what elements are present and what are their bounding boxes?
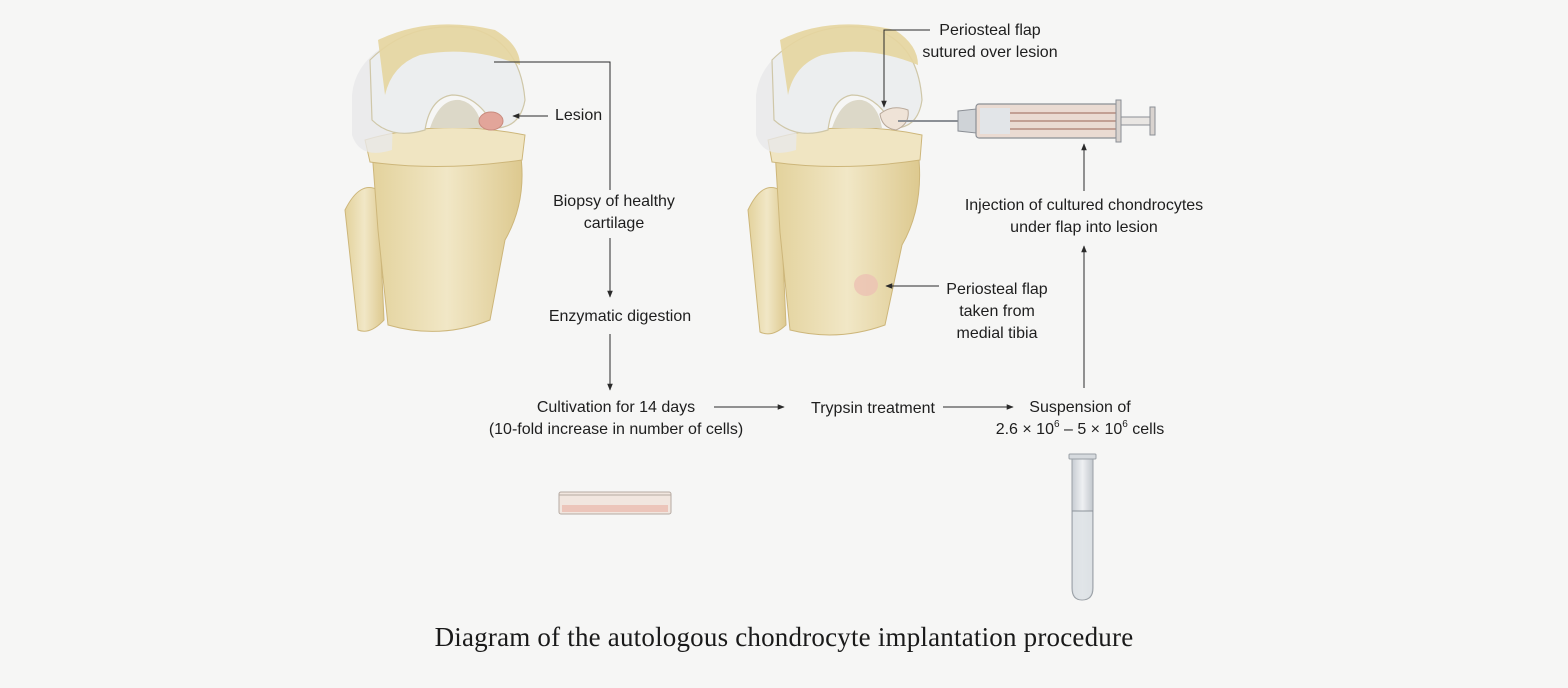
label-injection: Injection of cultured chondrocytes under… — [950, 195, 1218, 239]
label-biopsy: Biopsy of healthy cartilage — [540, 191, 688, 235]
label-cultivation-line2: (10-fold increase in number of cells) — [488, 421, 744, 438]
label-suspension: Suspension of 2.6 × 106 – 5 × 106 cells — [975, 397, 1185, 441]
label-flap-sutured-line1: Periosteal flap — [939, 22, 1041, 39]
knee-illustration-left — [344, 24, 526, 332]
label-flap-taken: Periosteal flap taken from medial tibia — [935, 279, 1059, 345]
knee-illustration-right — [747, 24, 923, 336]
label-enzymatic-digestion: Enzymatic digestion — [548, 308, 692, 325]
test-tube-illustration — [1068, 453, 1097, 601]
label-biopsy-line2: cartilage — [583, 215, 645, 232]
arrow-flap-sutured — [881, 29, 930, 108]
flow-arrows — [494, 29, 1087, 410]
label-cultivation: Cultivation for 14 days (10-fold increas… — [470, 397, 762, 441]
syringe-illustration — [898, 99, 1156, 143]
label-flap-sutured: Periosteal flap sutured over lesion — [905, 20, 1075, 64]
label-biopsy-line1: Biopsy of healthy — [553, 193, 675, 210]
figure-caption: Diagram of the autologous chondrocyte im… — [434, 622, 1134, 652]
label-lesion: Lesion — [555, 107, 603, 124]
petri-dish-illustration — [558, 491, 672, 515]
label-flap-taken-line1: Periosteal flap — [946, 281, 1048, 298]
label-cultivation-line1: Cultivation for 14 days — [536, 399, 696, 416]
label-suspension-line2: 2.6 × 106 – 5 × 106 cells — [995, 418, 1165, 438]
label-flap-taken-line2: taken from — [959, 303, 1035, 320]
label-flap-sutured-line2: sutured over lesion — [922, 44, 1058, 61]
label-trypsin-treatment: Trypsin treatment — [811, 400, 935, 417]
label-flap-taken-line3: medial tibia — [956, 325, 1038, 342]
label-injection-line1: Injection of cultured chondrocytes — [964, 197, 1204, 214]
label-suspension-line1: Suspension of — [1029, 399, 1131, 416]
label-injection-line2: under flap into lesion — [1010, 219, 1158, 236]
biopsy-connector — [494, 61, 611, 190]
